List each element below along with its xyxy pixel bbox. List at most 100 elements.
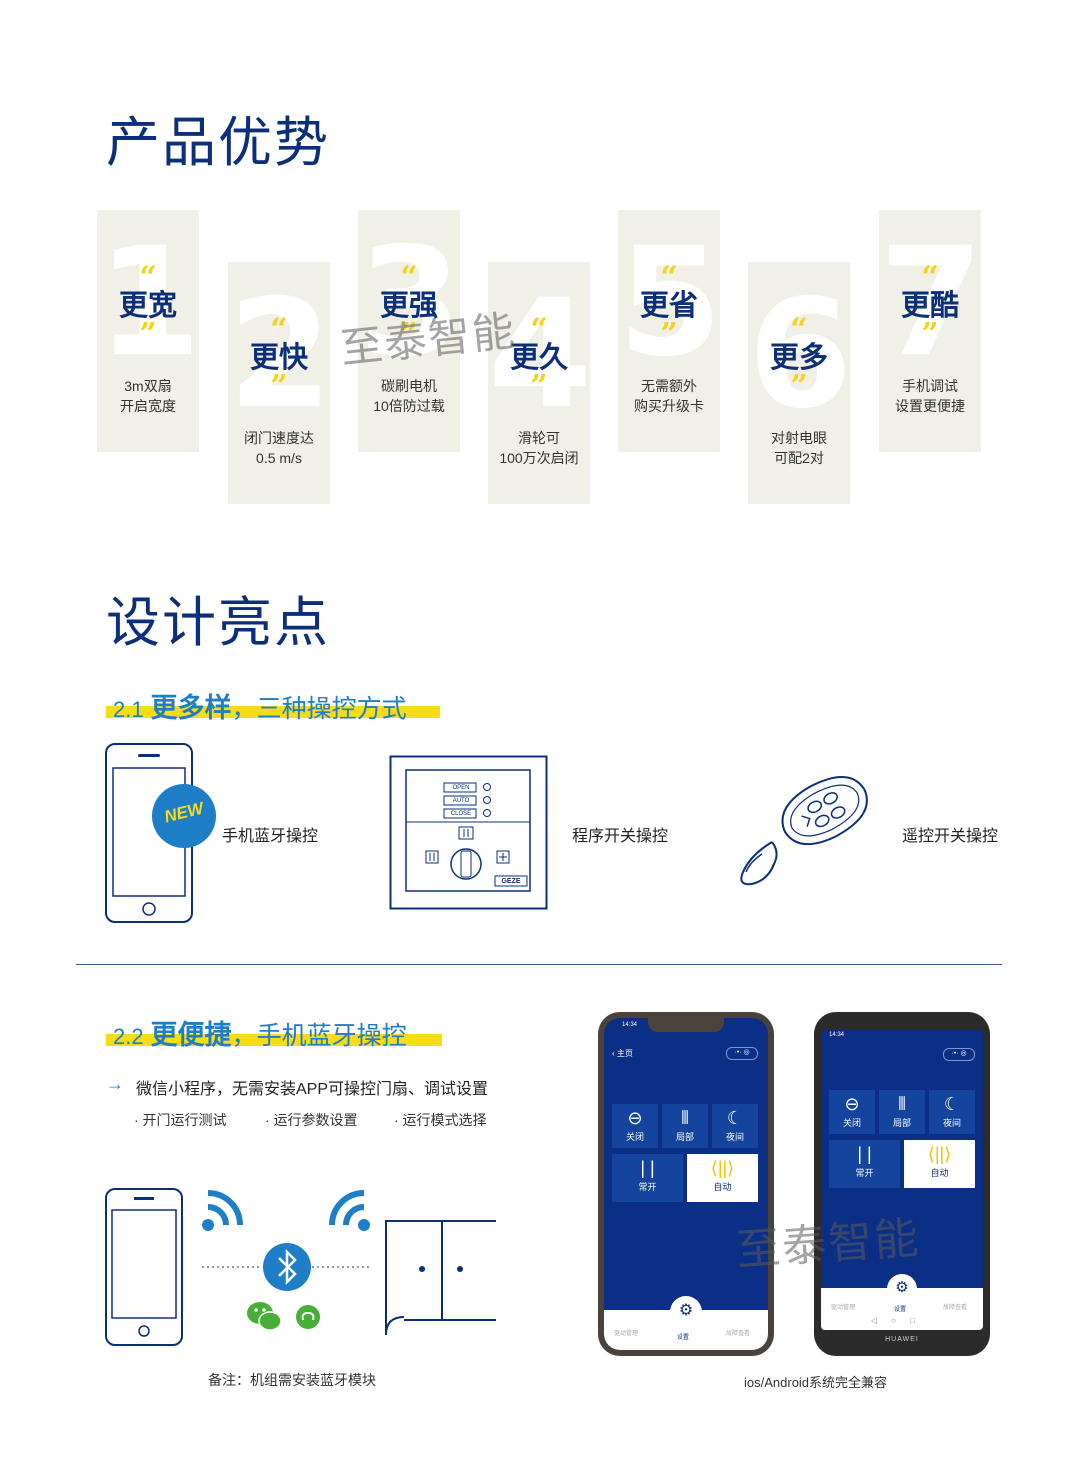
compatibility-note: ios/Android系统完全兼容	[744, 1375, 888, 1390]
tile-open[interactable]: | |常开	[612, 1154, 683, 1202]
wifi-signal-icon	[329, 1190, 370, 1231]
capsule-menu-icon[interactable]: ·•· ◎	[943, 1048, 975, 1061]
card-desc: 3m双扇开启宽度	[97, 376, 199, 416]
card-desc-line2: 10倍防过载	[373, 398, 445, 414]
card-number: 1	[97, 216, 199, 390]
mini-program-icon	[296, 1305, 320, 1329]
partial-door-icon: ⫴	[898, 1094, 906, 1114]
advantage-card-1: 1 “ 更宽 ” 3m双扇开启宽度	[97, 210, 199, 452]
card-desc-line1: 手机调试	[902, 378, 958, 394]
bottom-nav: 驱动管理 ⚙ 设置 故障查看 ◁○□	[821, 1274, 983, 1330]
label-phone-control: 手机蓝牙操控	[222, 828, 319, 845]
nav-drive[interactable]: 驱动管理	[831, 1305, 856, 1311]
tile-open[interactable]: | | 常开	[829, 1140, 900, 1188]
tile-auto[interactable]: ⟨||⟩ 自动	[904, 1140, 975, 1188]
nav-drive[interactable]: 驱动管理	[614, 1331, 639, 1337]
partial-door-icon: ⫴	[681, 1108, 689, 1128]
quote-open-icon: “	[660, 260, 678, 295]
subheading-rest: 三种操控方式	[256, 695, 407, 723]
card-desc-line2: 0.5 m/s	[256, 450, 302, 466]
subheading-number: 2.2	[113, 1024, 144, 1049]
quote-open-icon: “	[530, 312, 548, 347]
section-title-highlights: 设计亮点	[106, 593, 330, 653]
capsule-menu-icon[interactable]: ·•· ◎	[726, 1047, 758, 1060]
card-number: 2	[228, 268, 330, 442]
panel-brand-label: GEZE	[501, 878, 521, 885]
tile-night[interactable]: ☾ 夜间	[712, 1104, 758, 1148]
feature-item: · 运行模式选择	[394, 1112, 487, 1128]
gear-icon[interactable]: ⚙	[670, 1296, 702, 1328]
minus-circle-icon: ⊖	[627, 1108, 643, 1128]
card-number: 5	[618, 216, 720, 390]
nav-settings[interactable]: 设置	[677, 1335, 690, 1341]
advantage-card-6: 6 “ 更多 ” 对射电眼可配2对	[748, 262, 850, 504]
tile-auto[interactable]: ⟨||⟩自动	[687, 1154, 758, 1202]
phone-mockup-ios: 14:34 ‹ 主页 ·•· ◎ ⊖关闭 ⫴局部 ☾夜间 | |常开 ⟨||⟩自…	[598, 1012, 774, 1356]
advantage-card-7: 7 “ 更酷 ” 手机调试设置更便捷	[879, 210, 981, 452]
app-screen: 14:34 ‹ 主页 ·•· ◎ ⊖关闭 ⫴局部 ☾夜间 | |常开 ⟨||⟩自…	[604, 1018, 768, 1350]
card-desc-line1: 闭门速度达	[244, 430, 314, 446]
card-desc-line1: 对射电眼	[771, 430, 827, 446]
quote-open-icon: “	[921, 260, 939, 295]
program-switch-icon	[389, 755, 548, 910]
card-title: 更宽	[118, 290, 177, 322]
card-number: 3	[358, 216, 460, 390]
phone-mockup-android: 14:34 ·•· ◎ ⊖关闭 ⫴局部 ☾夜间 | | 常开 ⟨||⟩ 自动 驱动管…	[814, 1012, 990, 1356]
card-desc-line2: 100万次启闭	[499, 450, 579, 466]
quote-close-icon: ”	[790, 369, 808, 404]
open-door-icon: | |	[857, 1144, 872, 1164]
auto-door-icon: ⟨||⟩	[927, 1144, 952, 1164]
card-number: 4	[488, 268, 590, 442]
card-number: 6	[748, 268, 850, 442]
nav-faults[interactable]: 故障查看	[943, 1305, 968, 1311]
android-nav-keys[interactable]: ◁○□	[871, 1316, 929, 1325]
moon-icon: ☾	[726, 1108, 744, 1128]
card-number: 7	[879, 216, 981, 390]
card-desc-line1: 滑轮可	[518, 430, 560, 446]
subheading-2-2: 2.2 更便捷，手机蓝牙操控	[113, 1013, 407, 1052]
bottom-nav: 驱动管理 ⚙ 设置 故障查看	[604, 1296, 768, 1350]
card-title: 更多	[769, 342, 828, 374]
feature-item: · 运行参数设置	[265, 1112, 358, 1128]
watermark: 至泰智能	[734, 1213, 922, 1276]
tile-label: 夜间	[725, 1132, 744, 1142]
quote-close-icon: ”	[530, 369, 548, 404]
card-desc: 滑轮可 100万次启闭	[488, 428, 590, 468]
wechat-icon	[247, 1302, 282, 1331]
card-title: 更省	[639, 290, 698, 322]
tile-label: 夜间	[942, 1118, 961, 1128]
tile-night[interactable]: ☾夜间	[929, 1090, 975, 1134]
label-program-control: 程序开关操控	[572, 828, 669, 845]
subheading-number: 2.1	[113, 697, 144, 722]
tile-label: 关闭	[842, 1118, 861, 1128]
app-screen: 14:34 ·•· ◎ ⊖关闭 ⫴局部 ☾夜间 | | 常开 ⟨||⟩ 自动 驱动管…	[821, 1030, 983, 1330]
tile-close[interactable]: ⊖关闭	[829, 1090, 875, 1134]
nav-settings[interactable]: 设置	[894, 1307, 907, 1313]
quote-close-icon: ”	[400, 317, 418, 352]
tile-label: 自动	[930, 1168, 949, 1178]
tile-close[interactable]: ⊖关闭	[612, 1104, 658, 1148]
card-desc: 闭门速度达 0.5 m/s	[228, 428, 330, 468]
card-desc-line1: 无需额外	[641, 378, 697, 394]
tile-partial[interactable]: ⫴局部	[662, 1104, 708, 1148]
phone-brand: HUAWEI	[885, 1336, 919, 1343]
new-badge-text: NEW	[162, 798, 206, 827]
wifi-signal-icon	[202, 1190, 243, 1231]
nav-faults[interactable]: 故障查看	[726, 1331, 751, 1337]
subheading-bold: 更多样	[150, 693, 232, 723]
gear-icon[interactable]: ⚙	[887, 1274, 917, 1304]
tile-label: 常开	[855, 1168, 874, 1178]
open-door-icon: | |	[640, 1158, 655, 1178]
card-title: 更快	[249, 342, 308, 374]
quote-close-icon: ”	[270, 369, 288, 404]
card-desc-line2: 购买升级卡	[634, 398, 704, 414]
status-bar: 14:34	[829, 1032, 845, 1038]
tile-partial[interactable]: ⫴局部	[879, 1090, 925, 1134]
quote-close-icon: ”	[921, 317, 939, 352]
label-remote-control: 遥控开关操控	[902, 828, 999, 845]
quote-close-icon: ”	[139, 317, 157, 352]
app-back-home[interactable]: ‹ 主页	[612, 1049, 633, 1058]
bluetooth-note: 备注：机组需安装蓝牙模块	[208, 1372, 376, 1388]
